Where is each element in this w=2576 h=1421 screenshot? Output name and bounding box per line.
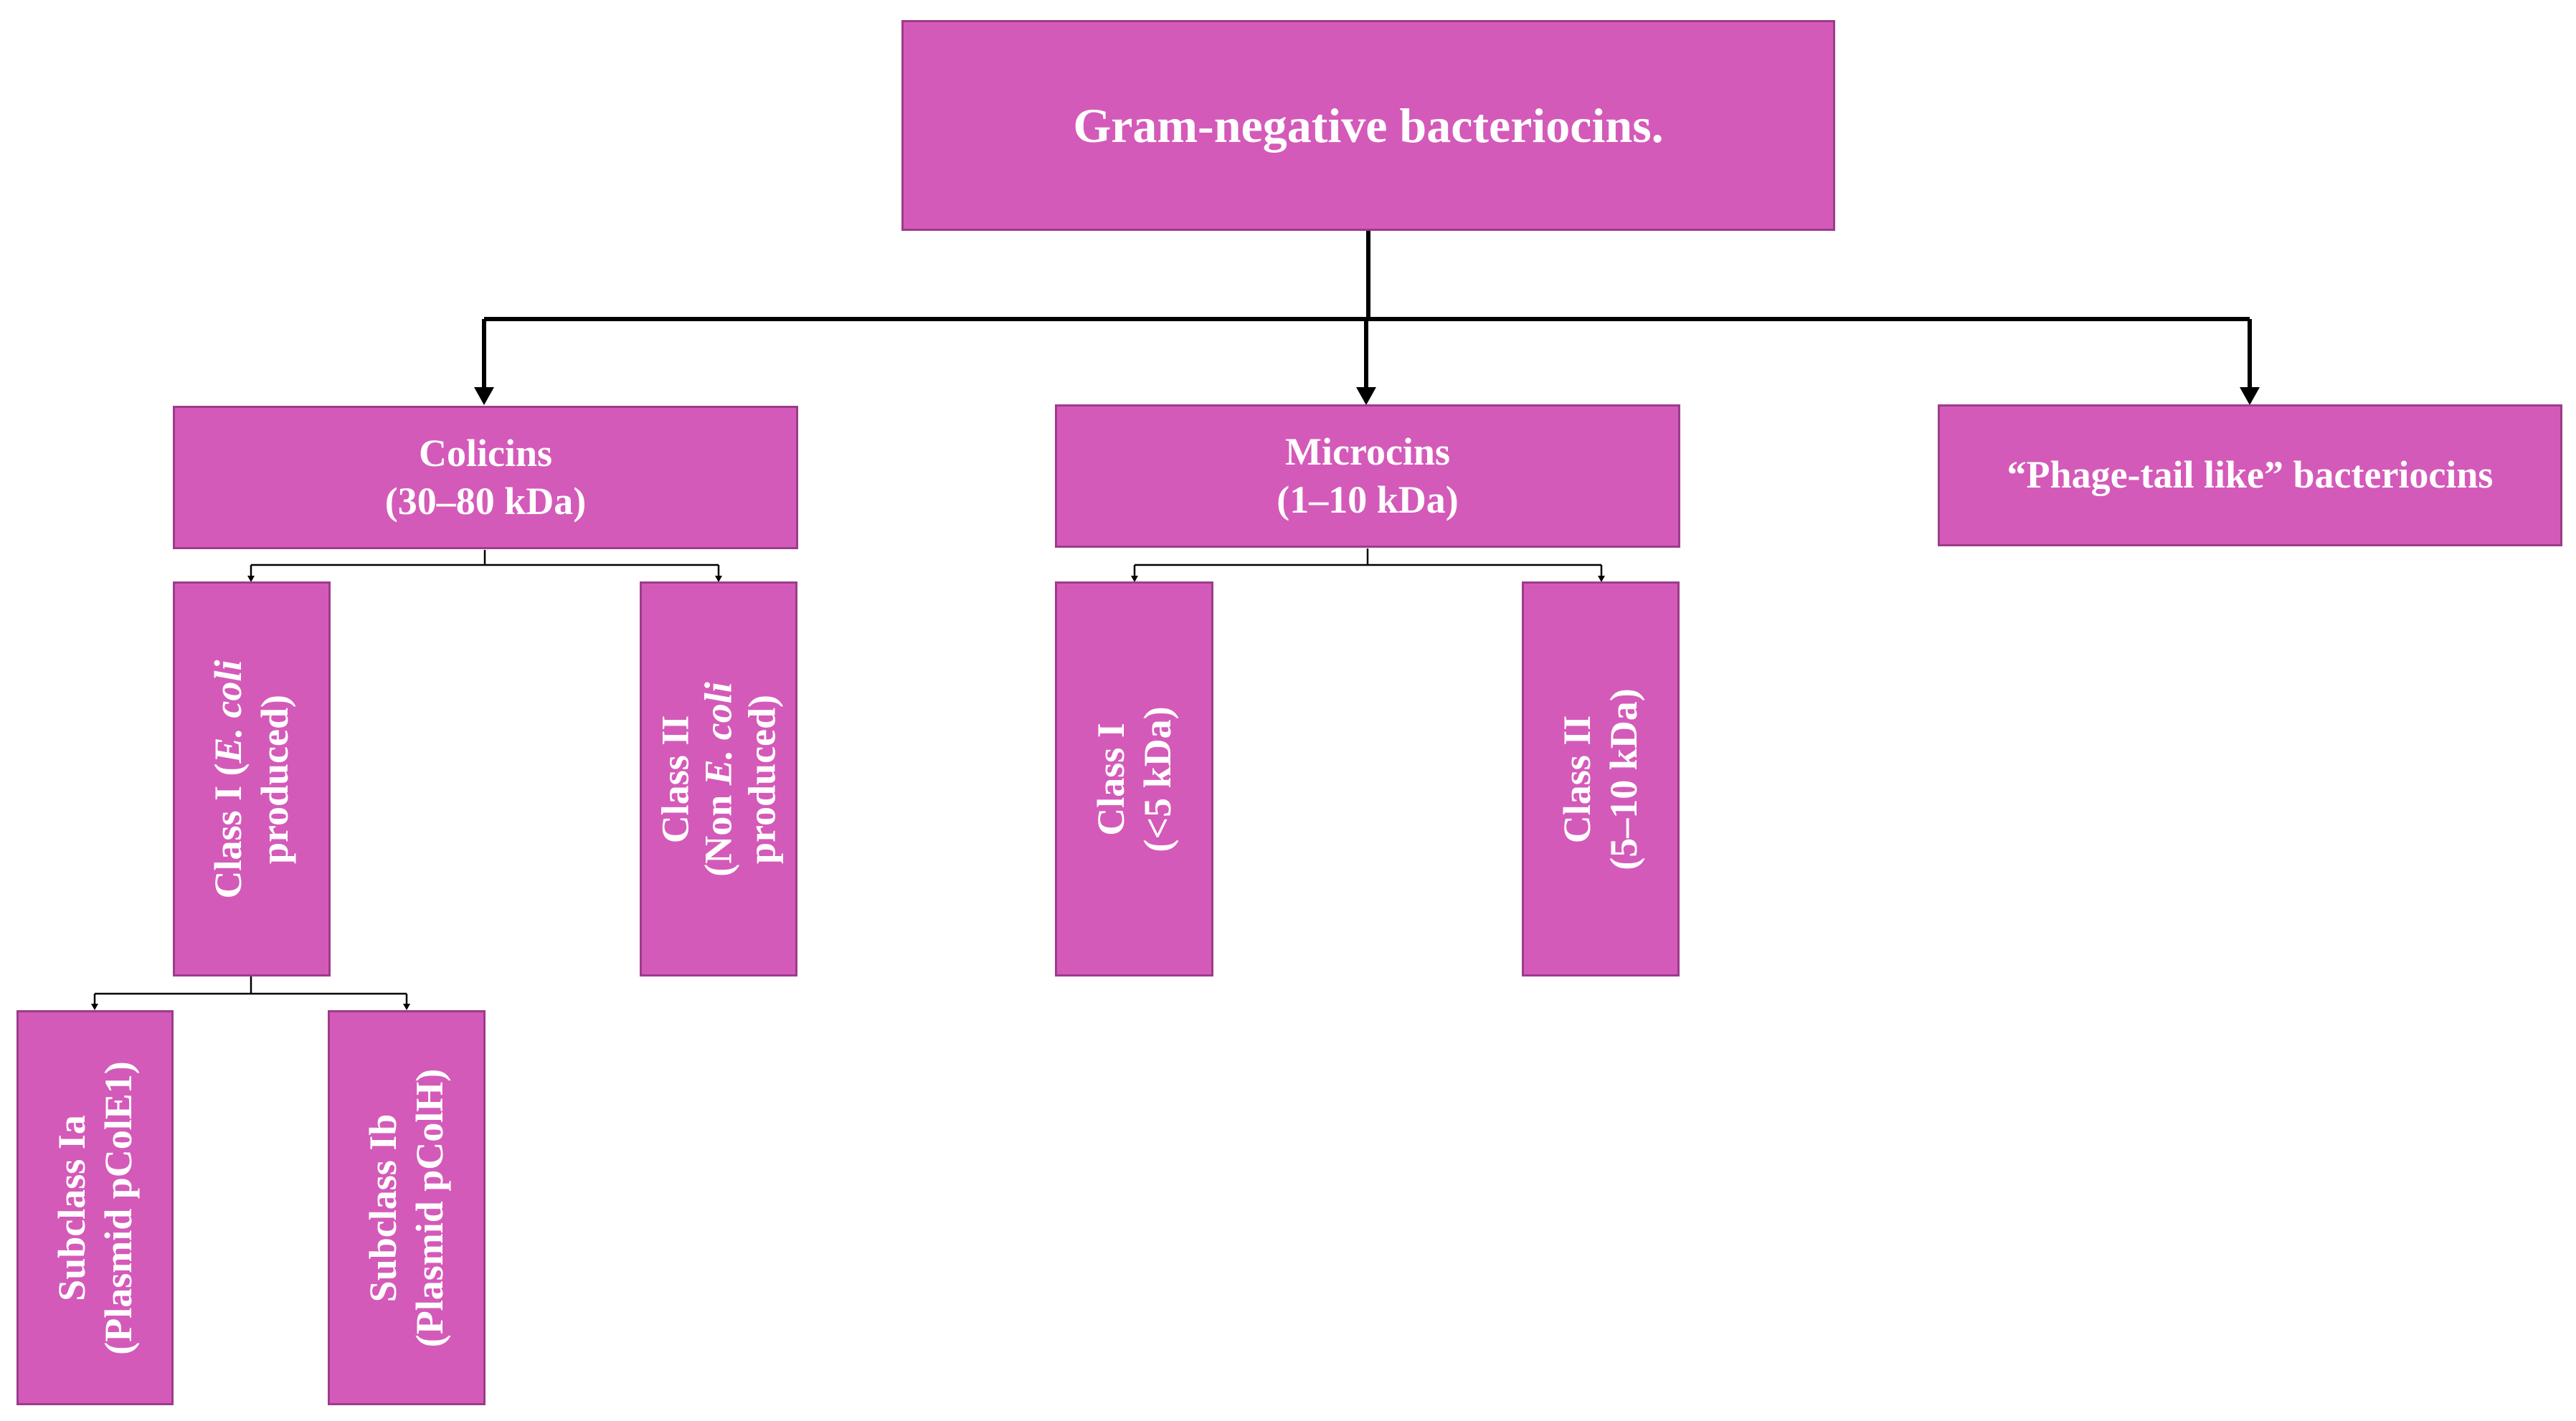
microcins-title: Microcins — [1285, 429, 1450, 473]
subclass-ia-plasmid: (Plasmid pColE1) — [96, 1060, 140, 1355]
subclass-ib-label: Subclass Ib — [361, 1113, 405, 1302]
microcins-connector — [1133, 548, 1603, 578]
microcins-class2-mass: (5–10 kDa) — [1602, 688, 1645, 870]
main-connector — [482, 231, 2252, 391]
colicins-class1-organism: E. coli — [207, 659, 250, 763]
microcins-class2-label: Class II — [1555, 715, 1599, 843]
root-node: Gram-negative bacteriocins. — [901, 20, 1835, 231]
class1-arrowheads — [91, 1004, 410, 1010]
class1-connector — [93, 976, 408, 1006]
microcins-mass-range: (1–10 kDa) — [1277, 478, 1459, 521]
colicins-class2-produced: produced) — [740, 694, 784, 864]
subclass-ia-node: Subclass Ia (Plasmid pColE1) — [16, 1010, 174, 1405]
root-label: Gram-negative bacteriocins. — [1073, 98, 1664, 153]
colicins-connector — [250, 550, 720, 578]
subclass-ib-plasmid: (Plasmid pColH) — [408, 1068, 451, 1347]
phage-tail-label: “Phage-tail like” bacteriocins — [2007, 453, 2494, 497]
main-arrowheads — [474, 387, 2260, 405]
colicins-node: Colicins (30–80 kDa) — [173, 406, 798, 549]
microcins-class2-node: Class II (5–10 kDa) — [1522, 581, 1680, 976]
colicins-arrowheads — [247, 576, 722, 582]
microcins-class1-label: Class I — [1089, 722, 1132, 836]
microcins-arrowheads — [1131, 576, 1605, 582]
subclass-ia-label: Subclass Ia — [49, 1114, 93, 1301]
phage-tail-node: “Phage-tail like” bacteriocins — [1938, 404, 2562, 546]
subclass-ib-node: Subclass Ib (Plasmid pColH) — [328, 1010, 486, 1405]
colicins-class2-node: Class II (Non E. coli produced) — [640, 581, 797, 976]
colicins-class1-node: Class I (E. coli produced) — [173, 581, 331, 976]
colicins-class1-label-pre: Class I ( — [207, 762, 250, 899]
microcins-node: Microcins (1–10 kDa) — [1055, 404, 1680, 548]
microcins-class1-mass: (<5 kDa) — [1135, 705, 1179, 852]
microcins-class1-node: Class I (<5 kDa) — [1055, 581, 1213, 976]
colicins-class2-non: (Non — [696, 784, 740, 877]
colicins-mass-range: (30–80 kDa) — [384, 480, 587, 523]
colicins-class2-organism: E. coli — [696, 681, 740, 785]
colicins-class1-produced: produced) — [253, 694, 296, 864]
colicins-title: Colicins — [418, 431, 553, 475]
colicins-class2-label: Class II — [653, 715, 697, 843]
